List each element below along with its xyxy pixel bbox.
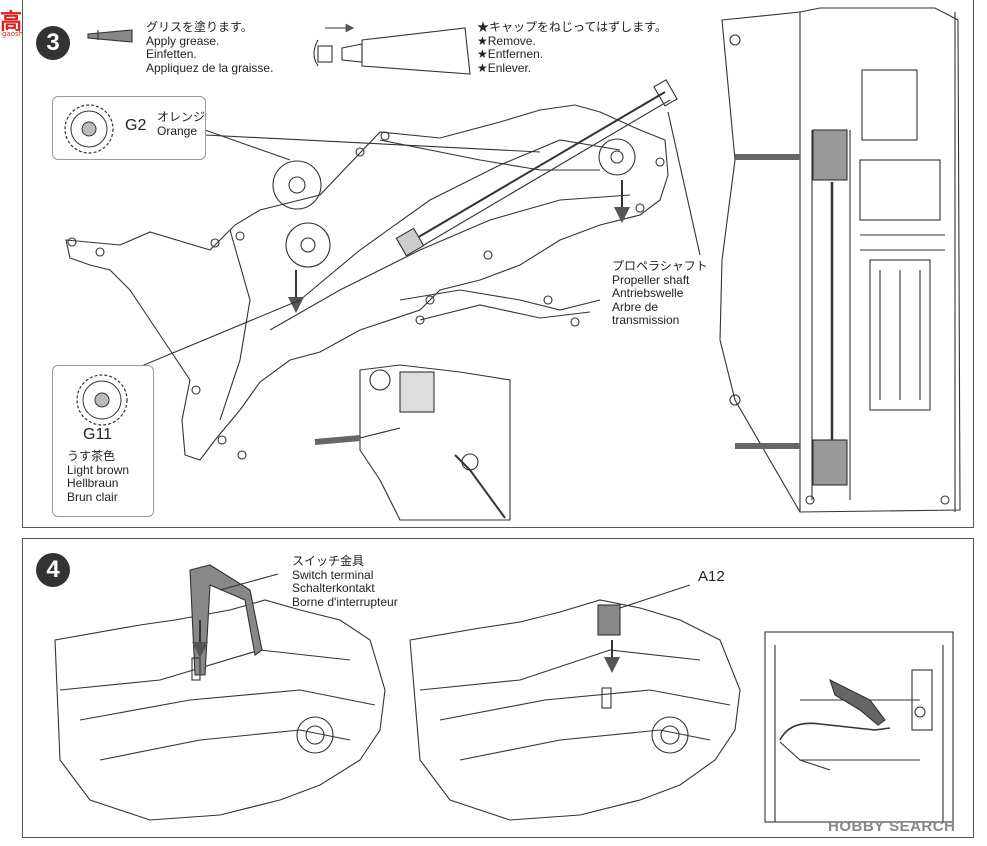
gear-g2-callout: G2 オレンジ Orange: [52, 96, 206, 160]
gear-g2-color: オレンジ Orange: [157, 110, 206, 138]
gear-g11-callout: G11 うす茶色 Light brown Hellbraun Brun clai…: [52, 365, 154, 517]
step3-number: 3: [36, 26, 70, 60]
gear-g11-icon: [76, 374, 128, 426]
propeller-shaft-label: プロペラシャフト Propeller shaft Antriebswelle A…: [612, 259, 708, 327]
gear-g11-color: うす茶色 Light brown Hellbraun Brun clair: [67, 449, 130, 504]
switch-terminal-label: スイッチ金具 Switch terminal Schalterkontakt B…: [292, 554, 398, 609]
cap-remove-instruction: ★キャップをねじってはずします。 ★Remove. ★Entfernen. ★E…: [477, 20, 667, 75]
step4-panel: [22, 538, 974, 838]
gear-g2-icon: [64, 104, 114, 154]
part-a12-label: A12: [698, 568, 725, 585]
gear-g2-code: G2: [125, 117, 147, 134]
gear-g11-code: G11: [83, 426, 113, 443]
grease-instruction: グリスを塗ります。 Apply grease. Einfetten. Appli…: [146, 20, 274, 75]
watermark-hobby-search: HOBBY SEARCH: [828, 818, 956, 835]
step4-number: 4: [36, 553, 70, 587]
